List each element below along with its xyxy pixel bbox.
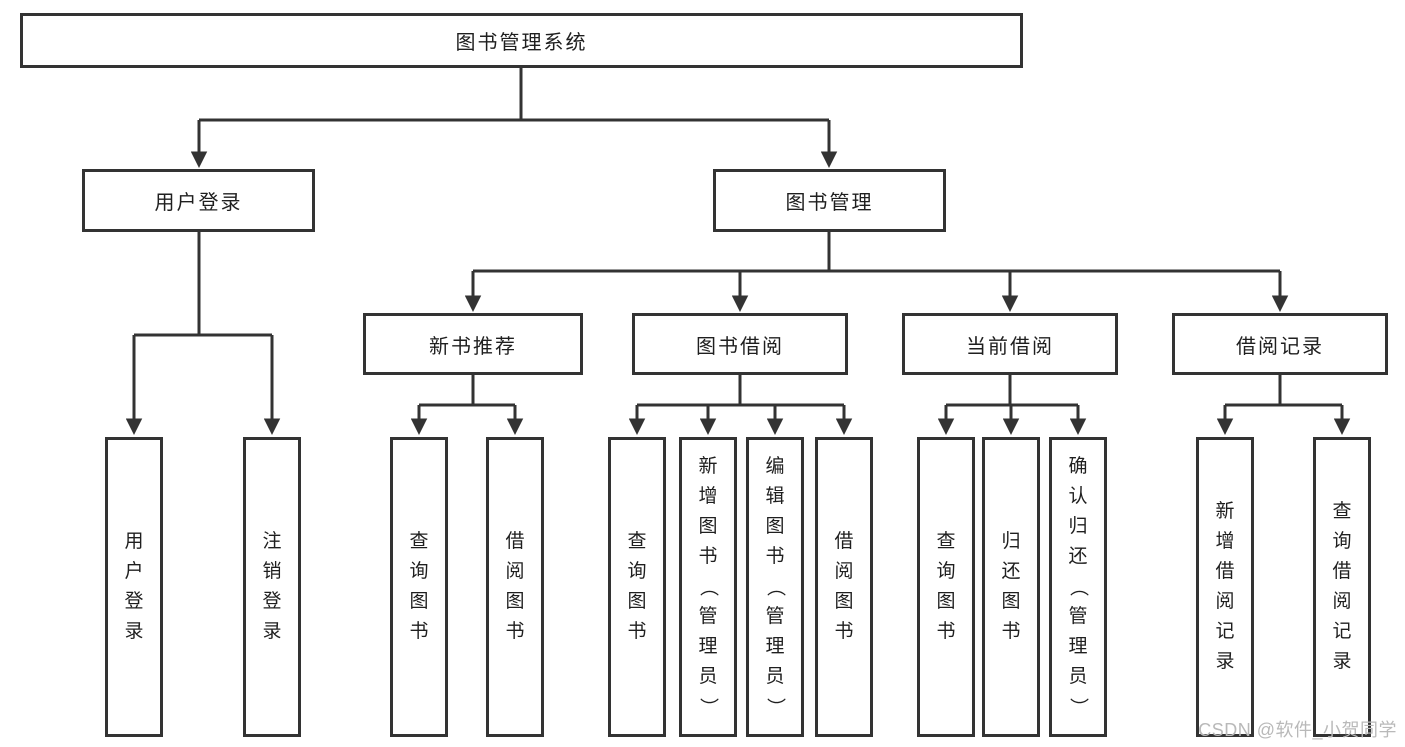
- node-label: 归还图书: [1001, 531, 1021, 642]
- node-label: 借阅图书: [834, 531, 854, 642]
- node-label: 用户登录: [124, 531, 144, 642]
- node-label: 确认归还（管理员）: [1067, 456, 1089, 717]
- node-label: 注销登录: [262, 531, 282, 642]
- node-borrow-books-recommend: 借阅图书: [486, 437, 544, 737]
- node-label: 借阅图书: [505, 531, 525, 642]
- node-confirm-return-admin: 确认归还（管理员）: [1049, 437, 1107, 737]
- connector-new-book-trunk: [419, 375, 515, 407]
- node-query-books-current: 查询图书: [917, 437, 975, 737]
- node-current-borrowing: 当前借阅: [902, 313, 1118, 375]
- connector-records-trunk: [1225, 375, 1342, 407]
- connector-user-login-trunk: [134, 232, 272, 337]
- csdn-watermark: CSDN @软件_小贺同学: [1198, 720, 1397, 740]
- connector-current-trunk: [946, 375, 1078, 407]
- node-edit-book-admin: 编辑图书（管理员）: [746, 437, 804, 737]
- node-label: 查询图书: [409, 531, 429, 642]
- node-new-book-recommend: 新书推荐: [363, 313, 583, 375]
- node-label: 新增借阅记录: [1215, 501, 1235, 672]
- node-book-management: 图书管理: [713, 169, 946, 232]
- node-borrow-books-borrowing: 借阅图书: [815, 437, 873, 737]
- connector-borrowing-trunk: [637, 375, 844, 407]
- node-query-books-borrowing: 查询图书: [608, 437, 666, 737]
- node-query-books-recommend: 查询图书: [390, 437, 448, 737]
- node-label: 查询图书: [936, 531, 956, 642]
- connector-book-management-trunk: [473, 232, 1280, 273]
- connector-root-trunk: [199, 68, 829, 122]
- node-query-borrow-record: 查询借阅记录: [1313, 437, 1371, 737]
- node-library-system: 图书管理系统: [20, 13, 1023, 68]
- node-add-book-admin: 新增图书（管理员）: [679, 437, 737, 737]
- node-logout: 注销登录: [243, 437, 301, 737]
- node-label: 查询借阅记录: [1332, 501, 1352, 672]
- node-return-books: 归还图书: [982, 437, 1040, 737]
- node-user-login: 用户登录: [105, 437, 163, 737]
- node-user-login-branch: 用户登录: [82, 169, 315, 232]
- node-label: 新增图书（管理员）: [697, 456, 719, 717]
- node-borrowing-records: 借阅记录: [1172, 313, 1388, 375]
- node-book-borrowing: 图书借阅: [632, 313, 848, 375]
- node-label: 编辑图书（管理员）: [764, 456, 786, 717]
- node-label: 查询图书: [627, 531, 647, 642]
- node-add-borrow-record: 新增借阅记录: [1196, 437, 1254, 737]
